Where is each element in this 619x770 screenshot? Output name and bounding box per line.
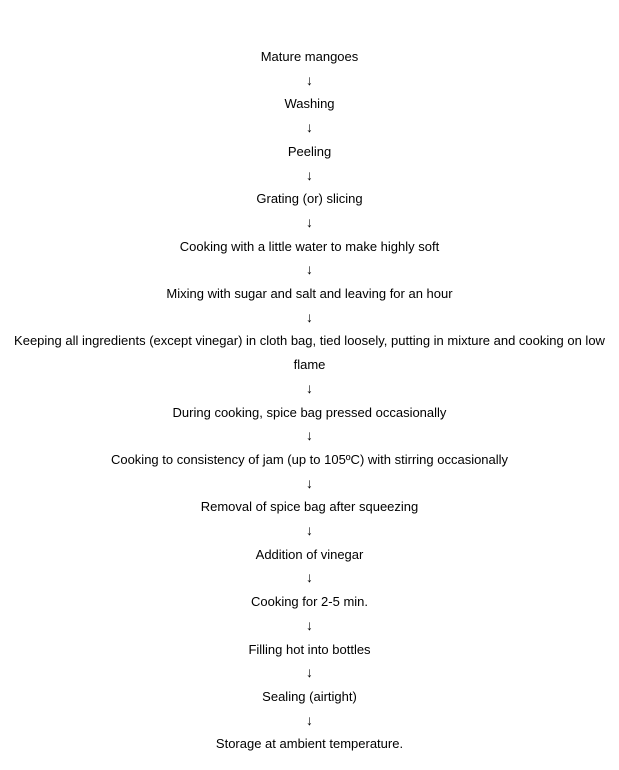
flow-step: During cooking, spice bag pressed occasi… <box>172 404 447 420</box>
flow-step: Storage at ambient temperature. <box>215 736 404 752</box>
down-arrow-icon: ↓ <box>306 522 313 539</box>
flow-step: Cooking for 2-5 min. <box>250 594 369 610</box>
down-arrow-icon: ↓ <box>306 711 313 728</box>
flow-step: Cooking to consistency of jam (up to 105… <box>110 451 509 467</box>
down-arrow-icon: ↓ <box>306 308 313 325</box>
flow-step: Mixing with sugar and salt and leaving f… <box>166 286 453 302</box>
flow-step: Mature mangoes <box>260 49 359 64</box>
flow-step: Sealing (airtight) <box>262 688 357 704</box>
flow-step: Grating (or) slicing <box>256 191 363 207</box>
flow-step: Peeling <box>287 143 332 159</box>
down-arrow-icon: ↓ <box>306 261 313 278</box>
down-arrow-icon: ↓ <box>306 71 313 88</box>
flow-step: Washing <box>284 96 335 112</box>
down-arrow-icon: ↓ <box>306 474 313 491</box>
down-arrow-icon: ↓ <box>306 166 313 183</box>
flow-step: Removal of spice bag after squeezing <box>200 499 419 515</box>
down-arrow-icon: ↓ <box>306 213 313 230</box>
down-arrow-icon: ↓ <box>306 379 313 396</box>
flow-step: Filling hot into bottles <box>248 641 371 657</box>
down-arrow-icon: ↓ <box>306 569 313 586</box>
flow-step: Cooking with a little water to make high… <box>179 238 440 254</box>
down-arrow-icon: ↓ <box>306 427 313 444</box>
flow-step: Addition of vinegar <box>255 546 364 562</box>
down-arrow-icon: ↓ <box>306 616 313 633</box>
down-arrow-icon: ↓ <box>306 664 313 681</box>
flow-step: Keeping all ingredients (except vinegar)… <box>14 333 605 373</box>
down-arrow-icon: ↓ <box>306 119 313 136</box>
